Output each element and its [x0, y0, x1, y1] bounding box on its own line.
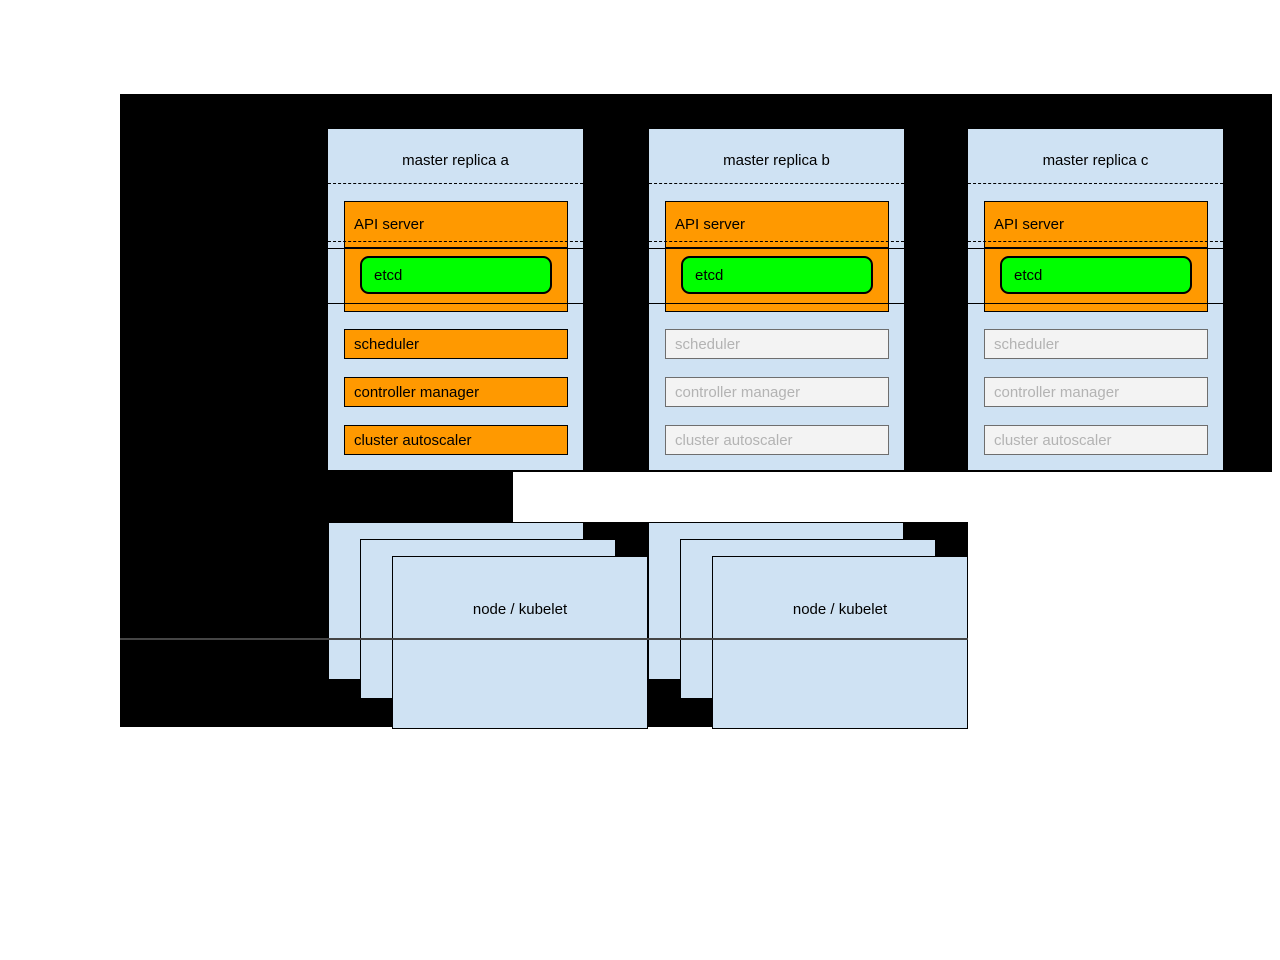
controller-manager-label: controller manager	[675, 383, 801, 401]
replica-a-etcd-box: etcd	[360, 256, 552, 294]
node-stack1-front-box: node / kubelet	[392, 556, 648, 729]
node-section-divider-line	[120, 638, 968, 640]
etcd-label: etcd	[1014, 266, 1043, 284]
master-replica-a-box: master replica a API server etcd schedul…	[328, 129, 583, 470]
api-server-label: API server	[354, 216, 425, 233]
master-replica-b-box: master replica b API server etcd schedul…	[649, 129, 904, 470]
divider-dashed-upper	[328, 183, 583, 184]
replica-c-title: master replica c	[1042, 152, 1149, 169]
controller-manager-label: controller manager	[994, 383, 1120, 401]
divider-dashed-lower	[968, 241, 1223, 242]
cluster-autoscaler-label: cluster autoscaler	[675, 431, 793, 449]
node-kubelet-label: node / kubelet	[472, 601, 568, 618]
controller-manager-label: controller manager	[354, 383, 480, 401]
replica-b-cluster-autoscaler-box: cluster autoscaler	[665, 425, 889, 455]
replica-c-etcd-box: etcd	[1000, 256, 1192, 294]
divider-solid-lower	[328, 303, 583, 304]
replica-a-controller-manager-box: controller manager	[344, 377, 568, 407]
divider-dashed-lower	[649, 241, 904, 242]
divider-solid-lower	[968, 303, 1223, 304]
replica-c-controller-manager-box: controller manager	[984, 377, 1208, 407]
etcd-label: etcd	[695, 266, 724, 284]
divider-solid-upper	[649, 248, 904, 249]
replica-a-api-server-box: API server	[344, 201, 568, 248]
divider-solid-lower	[649, 303, 904, 304]
replica-b-title: master replica b	[723, 152, 830, 169]
etcd-label: etcd	[374, 266, 403, 284]
divider-dashed-upper	[968, 183, 1223, 184]
replica-c-scheduler-box: scheduler	[984, 329, 1208, 359]
scheduler-label: scheduler	[354, 335, 420, 353]
node-kubelet-label: node / kubelet	[792, 601, 888, 618]
replica-a-scheduler-box: scheduler	[344, 329, 568, 359]
scheduler-label: scheduler	[994, 335, 1060, 353]
api-server-label: API server	[994, 216, 1065, 233]
divider-dashed-lower	[328, 241, 583, 242]
replica-b-controller-manager-box: controller manager	[665, 377, 889, 407]
master-replica-c-box: master replica c API server etcd schedul…	[968, 129, 1223, 470]
replica-b-scheduler-box: scheduler	[665, 329, 889, 359]
api-server-label: API server	[675, 216, 746, 233]
cluster-autoscaler-label: cluster autoscaler	[994, 431, 1112, 449]
node-stack2-front-box: node / kubelet	[712, 556, 968, 729]
replica-b-etcd-box: etcd	[681, 256, 873, 294]
divider-solid-upper	[968, 248, 1223, 249]
scheduler-label: scheduler	[675, 335, 741, 353]
replica-c-cluster-autoscaler-box: cluster autoscaler	[984, 425, 1208, 455]
divider-solid-upper	[328, 248, 583, 249]
divider-dashed-upper	[649, 183, 904, 184]
cluster-autoscaler-label: cluster autoscaler	[354, 431, 472, 449]
replica-a-title: master replica a	[402, 152, 509, 169]
replica-a-cluster-autoscaler-box: cluster autoscaler	[344, 425, 568, 455]
replica-c-api-server-box: API server	[984, 201, 1208, 248]
replica-b-api-server-box: API server	[665, 201, 889, 248]
